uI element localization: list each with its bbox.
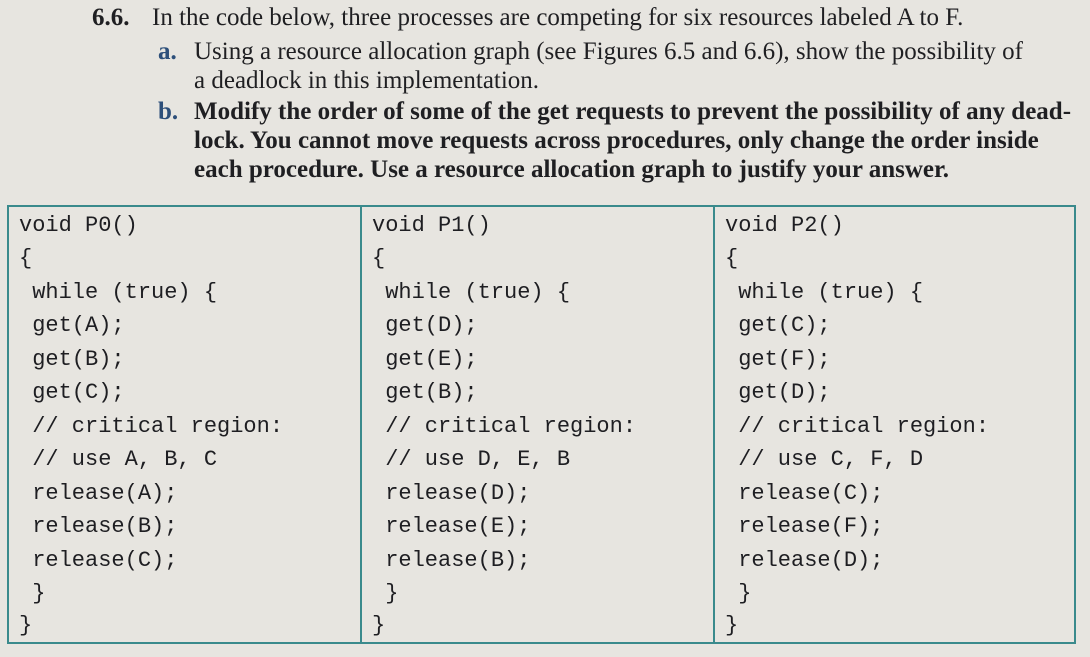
part-a-line-1: Using a resource allocation graph (see F… <box>194 38 1023 65</box>
code-line: get(A); <box>19 313 125 338</box>
code-line: { <box>725 246 739 271</box>
code-line: while (true) { <box>19 280 218 305</box>
code-line: get(F); <box>725 347 831 372</box>
process-p1-code: void P1() { while (true) { get(D); get(E… <box>362 207 715 642</box>
code-line: { <box>19 246 33 271</box>
code-line: get(C); <box>725 313 831 338</box>
code-line: release(A); <box>19 481 178 506</box>
code-line: // use A, B, C <box>19 447 218 472</box>
code-line: } <box>372 613 386 638</box>
part-b-line-1: Modify the order of some of the get requ… <box>194 98 1072 125</box>
code-line: get(E); <box>372 347 478 372</box>
code-line: // use D, E, B <box>372 447 571 472</box>
code-line: get(D); <box>372 313 478 338</box>
code-line: get(C); <box>19 380 125 405</box>
code-line: release(F); <box>725 514 884 539</box>
part-a-line-2: a deadlock in this implementation. <box>194 67 540 94</box>
code-line: } <box>19 613 33 638</box>
part-b-line-2: lock. You cannot move requests across pr… <box>194 127 1039 154</box>
code-line: // critical region: <box>19 414 284 439</box>
code-line: get(D); <box>725 380 831 405</box>
code-line: release(C); <box>19 548 178 573</box>
code-line: release(D); <box>372 481 531 506</box>
problem-intro: In the code below, three processes are c… <box>152 4 964 31</box>
code-line: release(E); <box>372 514 531 539</box>
code-line: } <box>725 581 752 606</box>
code-line: } <box>725 613 739 638</box>
code-line: } <box>19 581 46 606</box>
part-b-line-3: each procedure. Use a resource allocatio… <box>194 156 950 183</box>
code-line: // critical region: <box>372 414 637 439</box>
code-line: void P0() <box>19 213 138 238</box>
process-p2-code: void P2() { while (true) { get(C); get(F… <box>715 207 1074 642</box>
code-line: get(B); <box>372 380 478 405</box>
code-line: release(B); <box>372 548 531 573</box>
part-b-label: b. <box>158 98 179 125</box>
code-line: release(C); <box>725 481 884 506</box>
code-line: release(B); <box>19 514 178 539</box>
code-line: // use C, F, D <box>725 447 924 472</box>
code-line: void P2() <box>725 213 844 238</box>
code-line: while (true) { <box>725 280 924 305</box>
code-line: get(B); <box>19 347 125 372</box>
code-line: { <box>372 246 386 271</box>
code-line: void P1() <box>372 213 491 238</box>
code-line: release(D); <box>725 548 884 573</box>
problem-statement: 6.6. In the code below, three processes … <box>0 0 1090 200</box>
process-p0-code: void P0() { while (true) { get(A); get(B… <box>9 207 362 642</box>
code-line: // critical region: <box>725 414 990 439</box>
part-a-label: a. <box>158 38 177 65</box>
code-line: } <box>372 581 399 606</box>
code-table: void P0() { while (true) { get(A); get(B… <box>7 205 1076 644</box>
problem-number: 6.6. <box>92 4 130 31</box>
code-line: while (true) { <box>372 280 571 305</box>
